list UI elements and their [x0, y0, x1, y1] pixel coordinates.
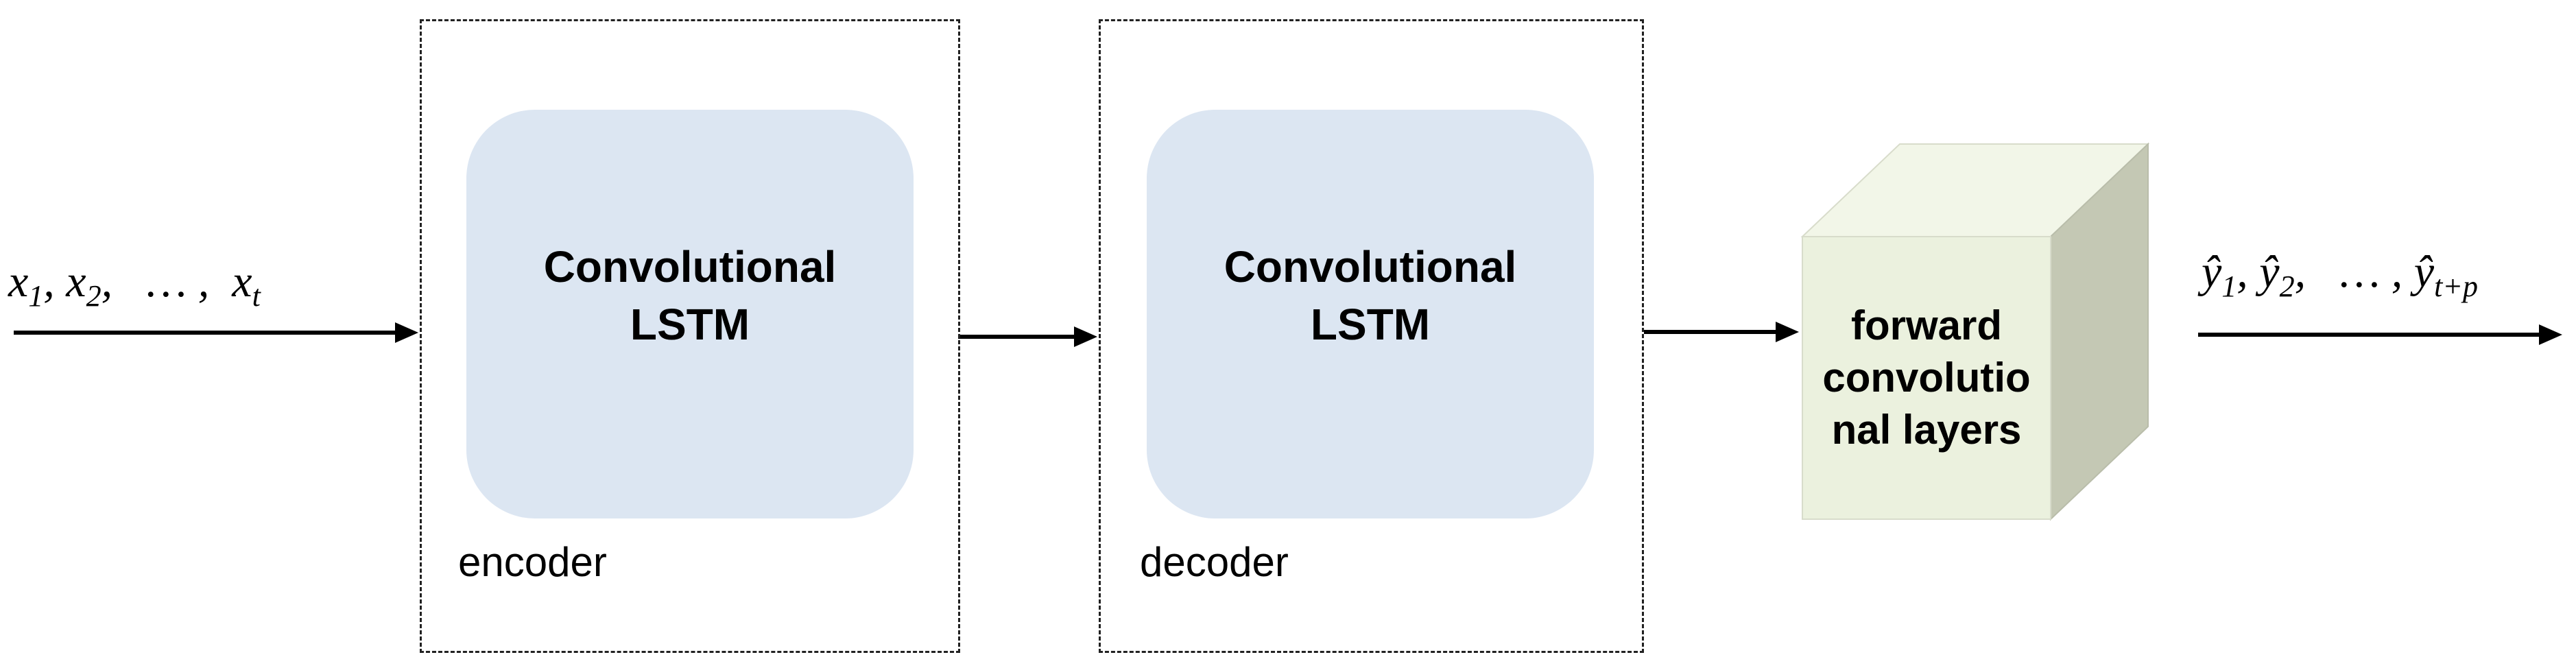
encoder-convlstm-block: Convolutional LSTM	[466, 110, 914, 518]
decoder-container	[1099, 19, 1644, 653]
decoder-to-forward-arrow	[1644, 322, 1799, 342]
encoder-to-decoder-arrow	[958, 326, 1097, 347]
input-arrow	[14, 322, 418, 343]
output-term-2: ŷ	[2259, 247, 2280, 297]
output-ellipsis: …	[2339, 247, 2381, 297]
input-ellipsis: …	[146, 257, 187, 307]
output-separator-2: ,	[2294, 247, 2306, 297]
output-separator-1: ,	[2237, 247, 2248, 297]
cube-front-face	[1802, 236, 2051, 520]
input-separator-3: ,	[198, 257, 210, 307]
output-arrow	[2198, 324, 2562, 345]
input-separator-2: ,	[101, 257, 113, 307]
output-separator-3: ,	[2391, 247, 2403, 297]
decoder-block-label: Convolutional LSTM	[1224, 241, 1517, 349]
output-term-1: ŷ	[2202, 247, 2222, 297]
input-term-2: x	[66, 257, 86, 307]
input-subscript-1: 1	[28, 279, 44, 313]
output-subscript-1: 1	[2221, 270, 2237, 303]
decoder-convlstm-block: Convolutional LSTM	[1147, 110, 1594, 518]
output-subscript-2: 2	[2279, 270, 2295, 303]
input-subscript-2: 2	[86, 279, 102, 313]
encoder-container	[420, 19, 960, 653]
encoder-stage-label: encoder	[458, 539, 607, 585]
encoder-block-label: Convolutional LSTM	[543, 241, 837, 349]
input-subscript-3: t	[252, 279, 261, 313]
input-separator-1: ,	[43, 257, 55, 307]
output-term-3: ŷ	[2413, 247, 2435, 297]
output-subscript-3: t+p	[2434, 270, 2478, 303]
input-term-3: x	[232, 257, 252, 307]
forward-layers-label: forward convolutio nal layers	[1822, 302, 2031, 453]
input-term-1: x	[8, 257, 29, 307]
input-sequence-label: x1, x2, … , xt	[8, 257, 261, 311]
output-sequence-label: ŷ1, ŷ2, … , ŷt+p	[2202, 247, 2478, 302]
decoder-stage-label: decoder	[1140, 539, 1289, 585]
